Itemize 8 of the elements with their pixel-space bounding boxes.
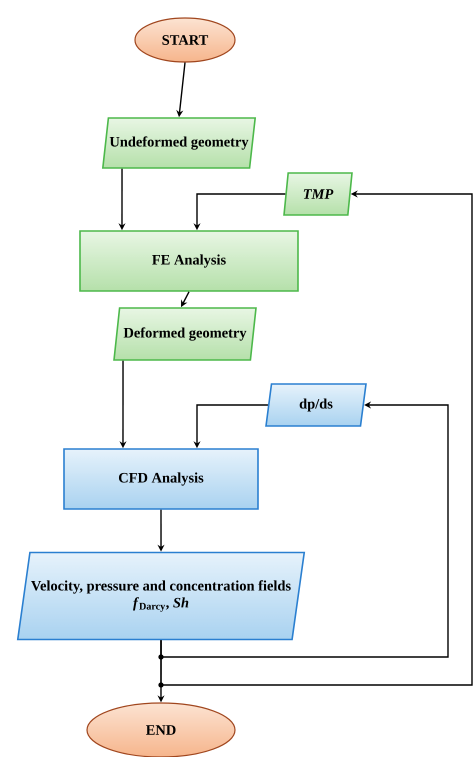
output-parallelogram: Deformed geometry <box>113 307 257 361</box>
process-box: FE Analysis <box>79 230 299 292</box>
process-box: CFD Analysis <box>63 448 259 510</box>
start-oval: START <box>134 17 236 63</box>
input-parallelogram: dp/ds <box>265 383 367 427</box>
input-parallelogram: TMP <box>283 172 353 216</box>
output-parallelogram: Velocity, pressure and concentration fields f$_{Darcy}$, Sh <box>16 552 306 640</box>
end-oval: END <box>86 702 236 757</box>
